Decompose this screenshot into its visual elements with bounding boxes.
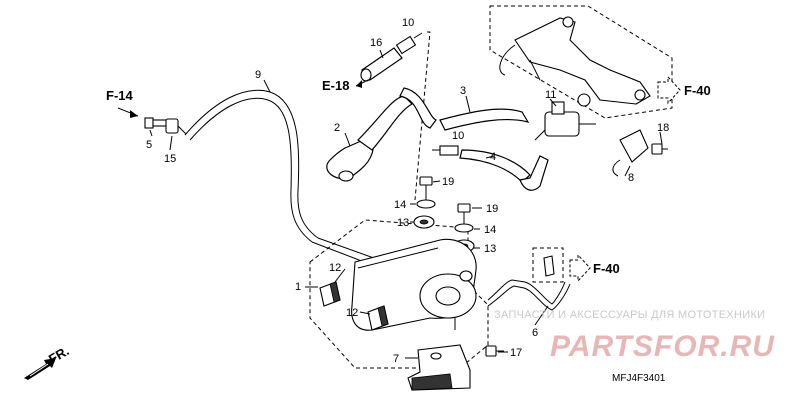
callout-5: 5 <box>146 139 152 151</box>
callout-15: 15 <box>164 153 176 165</box>
callout-labels: 1 2 3 4 5 6 7 8 9 10 10 11 12 12 13 13 1… <box>146 17 669 365</box>
bolt-19-right <box>457 203 471 224</box>
tube-6-outline <box>487 283 571 311</box>
callout-2: 2 <box>334 122 340 134</box>
callout-8: 8 <box>628 172 634 184</box>
clip-15 <box>165 118 187 135</box>
bolt-17 <box>485 345 504 357</box>
callout-9: 9 <box>255 69 261 81</box>
hose-4 <box>459 149 531 183</box>
hose-2 <box>326 137 374 180</box>
hose-4-end <box>519 155 549 191</box>
collar-14-left <box>416 199 436 209</box>
watermark-brand: PARTSFOR.RU <box>550 330 775 363</box>
diagram-code: MFJ4F3401 <box>612 373 666 384</box>
callout-12-upper: 12 <box>329 262 341 274</box>
f40-top-arrow-icon <box>657 75 681 105</box>
callout-10-mid: 10 <box>452 130 464 142</box>
callout-19-right: 19 <box>486 203 498 215</box>
front-direction-arrow-icon <box>24 358 56 380</box>
watermark-tagline: ЗАПЧАСТИ И АКСЕССУАРЫ ДЛЯ МОТОТЕХНИКИ <box>494 309 765 321</box>
collar-14-right <box>454 223 474 233</box>
callout-14-left: 14 <box>394 199 406 211</box>
bracket-dashed-frame <box>489 5 673 119</box>
callout-13-left: 13 <box>397 217 409 229</box>
callout-4: 4 <box>490 151 496 163</box>
callout-7: 7 <box>393 353 399 365</box>
callout-12-lower: 12 <box>346 307 358 319</box>
hose-2-end <box>338 170 354 182</box>
hose-3 <box>439 108 530 131</box>
ref-f14: F-14 <box>106 88 134 103</box>
tube-6 <box>487 279 566 305</box>
rubber-13-left <box>413 215 435 229</box>
stay-7 <box>407 344 471 391</box>
callout-13-right: 13 <box>484 243 496 255</box>
pipe-9 <box>184 89 319 239</box>
hose-connector <box>399 87 437 129</box>
leader-dash-10 <box>414 31 431 201</box>
joint-10-top <box>395 32 423 55</box>
clamp <box>543 255 555 277</box>
f40-mid-arrow-icon <box>569 253 591 283</box>
callout-6: 6 <box>532 327 538 339</box>
ref-e18: E-18 <box>322 78 349 93</box>
ref-f40-mid: F-40 <box>593 261 620 276</box>
callout-14-right: 14 <box>484 224 496 236</box>
solenoid-valve-11 <box>534 101 596 141</box>
bolt-19-left <box>419 176 433 200</box>
callout-11: 11 <box>545 89 556 101</box>
joint-10-mid <box>432 145 459 156</box>
pipe-9-outline <box>189 97 313 243</box>
f14-arrow <box>117 107 139 118</box>
hose-2-upper <box>357 95 413 151</box>
ref-f40-top: F-40 <box>684 83 711 98</box>
pad-12-lower <box>367 305 389 331</box>
bolt-18 <box>651 143 668 155</box>
leader-lines <box>149 49 663 359</box>
callout-19-left: 19 <box>442 176 454 188</box>
callout-1: 1 <box>295 281 301 293</box>
callout-10-top: 10 <box>402 17 414 29</box>
pad-12-upper <box>319 281 341 307</box>
bracket-assembly <box>499 16 651 107</box>
callout-18: 18 <box>657 122 669 134</box>
e18-arrow <box>355 79 369 88</box>
callout-3: 3 <box>460 85 466 97</box>
clamp-dashed-frame <box>532 247 564 283</box>
callout-17: 17 <box>510 347 522 359</box>
bolt-5 <box>144 117 168 129</box>
sensor-8 <box>612 129 649 177</box>
callout-16: 16 <box>370 37 382 49</box>
